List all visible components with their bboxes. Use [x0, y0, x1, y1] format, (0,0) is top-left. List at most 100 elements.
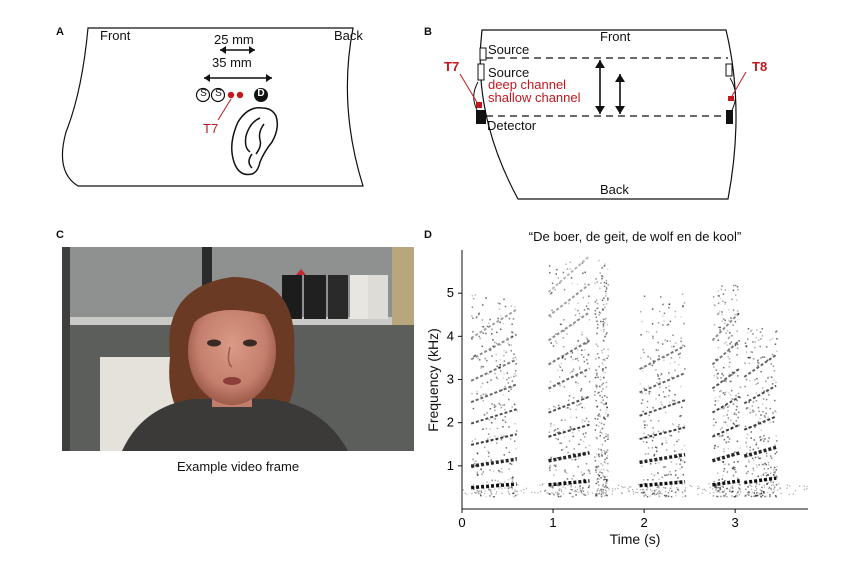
spectral-speckle [595, 469, 597, 471]
spectral-speckle [736, 347, 739, 349]
spectral-speckle [598, 421, 601, 424]
noise-floor-speckle [773, 488, 775, 490]
spectral-speckle [670, 357, 673, 359]
spectral-speckle [775, 495, 777, 498]
spectral-speckle [514, 423, 516, 425]
spectral-speckle [550, 458, 553, 460]
spectral-speckle [549, 464, 552, 467]
spectral-speckle [680, 337, 683, 339]
spectral-speckle [763, 492, 766, 495]
spectral-speckle [570, 486, 572, 488]
harmonic-band [548, 395, 590, 414]
spectral-speckle [600, 275, 603, 277]
spectral-speckle [760, 414, 762, 416]
spectral-speckle [581, 474, 584, 476]
noise-floor-speckle [576, 488, 579, 491]
noise-floor-speckle [646, 489, 648, 491]
noise-floor-speckle [647, 487, 649, 489]
spectral-speckle [509, 486, 511, 489]
spectral-speckle [772, 412, 774, 414]
spectral-speckle [719, 395, 721, 398]
noise-floor-speckle [732, 490, 734, 492]
noise-floor-speckle [806, 488, 808, 490]
spectral-speckle [713, 424, 715, 427]
speech-segment [594, 259, 610, 498]
spectral-speckle [673, 443, 676, 446]
spectral-speckle [490, 333, 493, 335]
spectral-speckle [607, 438, 609, 441]
spectral-speckle [551, 487, 554, 489]
spectral-speckle [475, 492, 477, 494]
spectral-speckle [489, 436, 491, 439]
noise-floor-speckle [523, 489, 525, 491]
spectral-speckle [600, 449, 603, 451]
spectral-speckle [473, 488, 475, 491]
spectral-speckle [715, 457, 718, 460]
spectral-speckle [471, 338, 473, 340]
spectral-speckle [669, 471, 671, 473]
spectral-speckle [582, 433, 585, 435]
spectral-speckle [663, 396, 666, 398]
spectral-speckle [714, 483, 717, 486]
noise-floor-speckle [484, 490, 486, 492]
spectral-speckle [772, 483, 774, 486]
panel-label-a: A [56, 26, 64, 38]
spectral-speckle [559, 323, 562, 326]
spectral-speckle [600, 495, 603, 498]
spectral-speckle [565, 263, 567, 265]
spectral-speckle [652, 478, 654, 481]
spectral-speckle [745, 494, 747, 497]
spectral-speckle [601, 443, 604, 446]
noise-floor-speckle [725, 487, 727, 490]
spectral-speckle [715, 421, 717, 424]
spectral-speckle [678, 480, 680, 483]
spectral-speckle [765, 407, 767, 409]
spectral-speckle [598, 365, 601, 368]
noise-floor-speckle [474, 491, 476, 494]
spectral-speckle [657, 430, 660, 433]
spectral-speckle [476, 452, 478, 454]
spectral-speckle [514, 372, 516, 375]
spectral-speckle [724, 463, 727, 465]
spectral-speckle [597, 376, 599, 379]
spectral-speckle [681, 293, 684, 295]
spectral-speckle [583, 360, 586, 363]
spectral-speckle [680, 459, 682, 462]
spectral-speckle [576, 404, 578, 407]
spectral-speckle [596, 352, 599, 355]
spectral-speckle [728, 365, 731, 368]
spectral-speckle [775, 451, 778, 453]
spectral-speckle [734, 294, 737, 296]
spectral-speckle [715, 369, 718, 371]
example-video-frame-image [62, 247, 414, 451]
spectral-speckle [764, 422, 766, 424]
spectral-speckle [572, 358, 574, 361]
spectral-speckle [717, 495, 720, 498]
spectral-speckle [645, 494, 647, 496]
spectral-speckle [772, 421, 775, 423]
spectral-speckle [745, 465, 747, 468]
spectral-speckle [595, 466, 597, 468]
spectral-speckle [681, 448, 683, 451]
spectral-speckle [757, 382, 759, 384]
spectral-speckle [734, 468, 736, 471]
spectral-speckle [607, 434, 609, 436]
noise-floor-speckle [578, 491, 580, 493]
spectral-speckle [748, 401, 750, 403]
spectral-speckle [564, 471, 567, 473]
spectral-speckle [763, 390, 766, 392]
spectral-speckle [661, 343, 664, 345]
spectral-speckle [673, 399, 676, 402]
spectral-speckle [644, 493, 646, 496]
spectral-speckle [656, 486, 659, 489]
spectral-speckle [603, 416, 605, 419]
spectral-speckle [599, 394, 601, 397]
noise-floor-speckle [558, 493, 560, 495]
spectral-speckle [750, 431, 753, 433]
spectral-speckle [757, 364, 759, 367]
spectral-speckle [655, 349, 658, 351]
spectral-speckle [501, 471, 503, 473]
spectral-speckle [670, 473, 672, 476]
spectral-speckle [764, 495, 766, 498]
